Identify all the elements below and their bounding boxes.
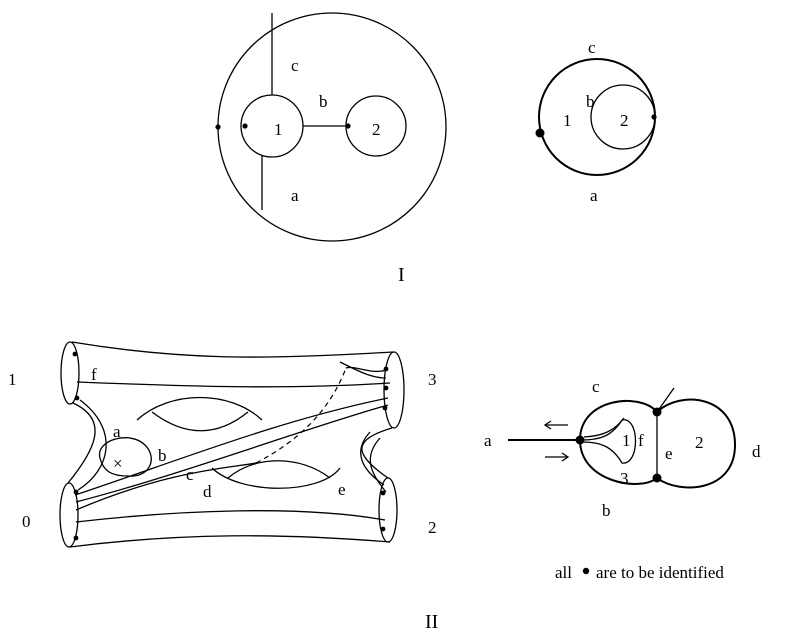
arc-c bbox=[75, 404, 389, 503]
fig1-left-diagram: c b a 1 2 bbox=[215, 12, 447, 242]
label-a: a bbox=[291, 186, 299, 205]
label-e: e bbox=[338, 480, 346, 499]
outer-bottom-edge bbox=[69, 535, 391, 548]
label-e: e bbox=[665, 444, 673, 463]
marked-point bbox=[651, 114, 657, 120]
arc-d-branch bbox=[75, 462, 257, 511]
label-2: 2 bbox=[372, 120, 381, 139]
label-c: c bbox=[592, 377, 600, 396]
funnel-loop bbox=[581, 419, 637, 464]
caption-I: I bbox=[398, 264, 405, 286]
boundary-circle-1 bbox=[240, 94, 304, 158]
label-c: c bbox=[588, 38, 596, 57]
outer-left-edge bbox=[67, 402, 96, 484]
label-a: a bbox=[113, 422, 121, 441]
boundary-1 bbox=[60, 341, 80, 405]
cut-tick bbox=[656, 387, 675, 413]
marked-point bbox=[535, 128, 545, 138]
marked-vertex bbox=[652, 407, 662, 417]
right-lobe bbox=[656, 398, 737, 489]
label-b: b bbox=[319, 92, 328, 111]
label-3: 3 bbox=[620, 469, 629, 488]
left-lobe-top bbox=[579, 400, 658, 441]
marked-point bbox=[383, 385, 389, 391]
arc-f bbox=[76, 381, 391, 388]
handle-lower-inner bbox=[227, 460, 331, 479]
marked-point bbox=[345, 123, 351, 129]
label-1: 1 bbox=[274, 120, 283, 139]
marked-point bbox=[383, 366, 389, 372]
outer-boundary-circle bbox=[217, 12, 447, 242]
label-b: b bbox=[586, 92, 595, 111]
marked-point bbox=[73, 489, 79, 495]
outer-top-edge bbox=[71, 341, 394, 358]
arc-top-right-2 bbox=[339, 361, 387, 379]
boundary-label-2: 2 bbox=[428, 518, 437, 537]
label-c: c bbox=[186, 465, 194, 484]
thick-boundary-circle bbox=[538, 58, 656, 176]
arrow-right-icon bbox=[561, 452, 570, 462]
label-c: c bbox=[291, 56, 299, 75]
boundary-0 bbox=[59, 482, 79, 548]
note-prefix: all bbox=[555, 563, 572, 582]
fig2-right-graph: a c 1 f e 2 d 3 b bbox=[484, 377, 761, 520]
label-f: f bbox=[91, 365, 97, 384]
boundary-label-0: 0 bbox=[22, 512, 31, 531]
marked-vertex bbox=[652, 473, 662, 483]
label-b: b bbox=[158, 446, 167, 465]
left-lobe-bottom bbox=[579, 439, 658, 485]
bullet-dot-icon bbox=[582, 567, 590, 575]
boundary-label-3: 3 bbox=[428, 370, 437, 389]
funnel-edge bbox=[583, 417, 625, 438]
label-a: a bbox=[590, 186, 598, 205]
crosscap-blob bbox=[99, 437, 152, 477]
arc-d bbox=[75, 510, 386, 523]
outer-right-edge bbox=[361, 427, 393, 479]
marked-point bbox=[382, 405, 388, 411]
handle-upper-arc bbox=[136, 396, 263, 421]
label-d: d bbox=[752, 442, 761, 461]
dashed-arc bbox=[255, 367, 347, 464]
fig1-right-diagram: c b 1 2 a bbox=[535, 38, 657, 205]
label-b: b bbox=[602, 501, 611, 520]
marked-point bbox=[242, 123, 248, 129]
arc-e-2 bbox=[369, 437, 387, 493]
label-2: 2 bbox=[620, 111, 629, 130]
label-1: 1 bbox=[563, 111, 572, 130]
label-1: 1 bbox=[622, 431, 631, 450]
arc-e bbox=[360, 431, 385, 486]
arc-top-right bbox=[345, 366, 387, 373]
arc-b bbox=[74, 397, 389, 496]
marked-point bbox=[215, 124, 221, 130]
fig2-left-surface: × 1 3 0 2 f a b c d e bbox=[8, 341, 437, 548]
boundary-3 bbox=[383, 351, 405, 429]
arc-a bbox=[77, 399, 107, 491]
handle-lower-arc bbox=[211, 467, 341, 489]
marked-vertex bbox=[575, 435, 585, 445]
marked-point bbox=[380, 526, 386, 532]
boundary-label-1: 1 bbox=[8, 370, 17, 389]
label-f: f bbox=[638, 431, 644, 450]
note-suffix: are to be identified bbox=[596, 563, 724, 582]
arrow-left-icon bbox=[543, 420, 552, 430]
label-d: d bbox=[203, 482, 212, 501]
crosscap-mark: × bbox=[113, 454, 123, 473]
marked-point bbox=[72, 351, 78, 357]
handle-upper-inner bbox=[151, 411, 249, 432]
label-a: a bbox=[484, 431, 492, 450]
caption-II: II bbox=[425, 611, 438, 633]
marked-point bbox=[380, 490, 386, 496]
label-2: 2 bbox=[695, 433, 704, 452]
identification-note: all are to be identified bbox=[555, 563, 724, 582]
marked-point bbox=[73, 535, 79, 541]
marked-point bbox=[74, 395, 80, 401]
